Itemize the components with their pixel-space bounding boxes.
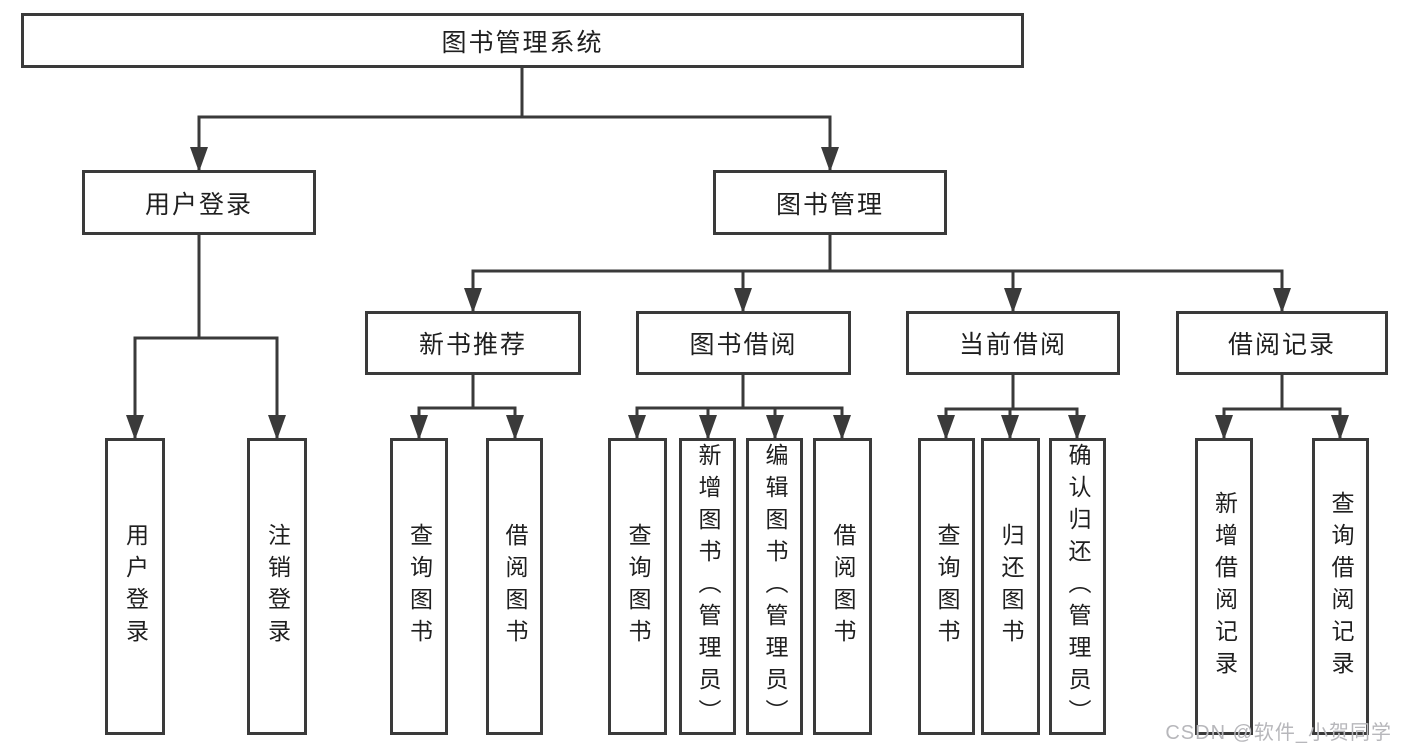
leaf-borrow-book-label: 借阅图书	[830, 522, 856, 651]
arrow-down-icon	[1001, 415, 1019, 440]
arrow-down-icon	[628, 415, 646, 440]
arrow-down-icon	[190, 147, 208, 172]
connector-root-to-level2	[190, 68, 839, 172]
arrow-down-icon	[1215, 415, 1233, 440]
leaf-user-login: 用户登录	[105, 438, 165, 735]
node-new-books-label: 新书推荐	[418, 331, 527, 359]
leaf-newbooks-search: 查询图书	[390, 438, 448, 735]
leaf-borrow-add-admin-label: 新增图书（管理员）	[695, 442, 721, 731]
connector-new-books-to-leaves	[410, 375, 524, 440]
leaf-newbooks-search-label: 查询图书	[406, 522, 433, 651]
connector-user-login-to-leaves	[126, 235, 286, 440]
leaf-logout-label: 注销登录	[264, 522, 291, 651]
node-book-management-label: 图书管理	[775, 190, 884, 219]
node-user-login: 用户登录	[82, 170, 316, 235]
leaf-newbooks-borrow: 借阅图书	[486, 438, 543, 735]
arrow-down-icon	[766, 415, 784, 440]
leaf-records-add: 新增借阅记录	[1195, 438, 1253, 735]
arrow-down-icon	[821, 147, 839, 172]
arrow-down-icon	[937, 415, 955, 440]
leaf-current-confirm-return-admin-label: 确认归还（管理员）	[1065, 442, 1091, 731]
connector-book-management-to-level3	[464, 235, 1291, 313]
arrow-down-icon	[833, 415, 851, 440]
leaf-current-search: 查询图书	[918, 438, 975, 735]
arrow-down-icon	[126, 415, 144, 440]
node-root-label: 图书管理系统	[441, 28, 604, 57]
arrow-down-icon	[699, 415, 717, 440]
leaf-current-confirm-return-admin: 确认归还（管理员）	[1049, 438, 1106, 735]
leaf-borrow-search-label: 查询图书	[625, 522, 651, 651]
node-borrow-records: 借阅记录	[1176, 311, 1388, 375]
node-borrow-records-label: 借阅记录	[1227, 331, 1336, 359]
leaf-logout: 注销登录	[247, 438, 307, 735]
connector-book-borrow-to-leaves	[628, 375, 851, 440]
leaf-current-return-label: 归还图书	[998, 522, 1024, 651]
leaf-current-return: 归还图书	[981, 438, 1040, 735]
leaf-borrow-book: 借阅图书	[813, 438, 872, 735]
arrow-down-icon	[1068, 415, 1086, 440]
arrow-down-icon	[1331, 415, 1349, 440]
node-book-borrow-label: 图书借阅	[689, 331, 798, 359]
leaf-borrow-search: 查询图书	[608, 438, 667, 735]
arrow-down-icon	[410, 415, 428, 440]
node-root-system: 图书管理系统	[21, 13, 1024, 68]
arrow-down-icon	[734, 288, 752, 313]
leaf-current-search-label: 查询图书	[934, 522, 960, 651]
connector-borrow-records-to-leaves	[1215, 375, 1349, 440]
leaf-borrow-add-admin: 新增图书（管理员）	[679, 438, 736, 735]
node-new-books: 新书推荐	[365, 311, 581, 375]
arrow-down-icon	[268, 415, 286, 440]
leaf-user-login-label: 用户登录	[122, 522, 149, 651]
leaf-newbooks-borrow-label: 借阅图书	[502, 522, 528, 651]
node-book-borrow: 图书借阅	[636, 311, 851, 375]
arrow-down-icon	[1004, 288, 1022, 313]
leaf-records-search: 查询借阅记录	[1312, 438, 1369, 735]
leaf-borrow-edit-admin-label: 编辑图书（管理员）	[762, 442, 788, 731]
csdn-watermark: CSDN @软件_小贺同学	[1165, 722, 1392, 744]
node-current-borrow-label: 当前借阅	[958, 331, 1067, 359]
arrow-down-icon	[1273, 288, 1291, 313]
node-user-login-label: 用户登录	[144, 190, 253, 219]
arrow-down-icon	[464, 288, 482, 313]
node-book-management: 图书管理	[713, 170, 947, 235]
leaf-borrow-edit-admin: 编辑图书（管理员）	[746, 438, 803, 735]
leaf-records-add-label: 新增借阅记录	[1211, 490, 1238, 683]
node-current-borrow: 当前借阅	[906, 311, 1120, 375]
connector-current-borrow-to-leaves	[937, 375, 1086, 440]
arrow-down-icon	[506, 415, 524, 440]
leaf-records-search-label: 查询借阅记录	[1328, 490, 1354, 683]
